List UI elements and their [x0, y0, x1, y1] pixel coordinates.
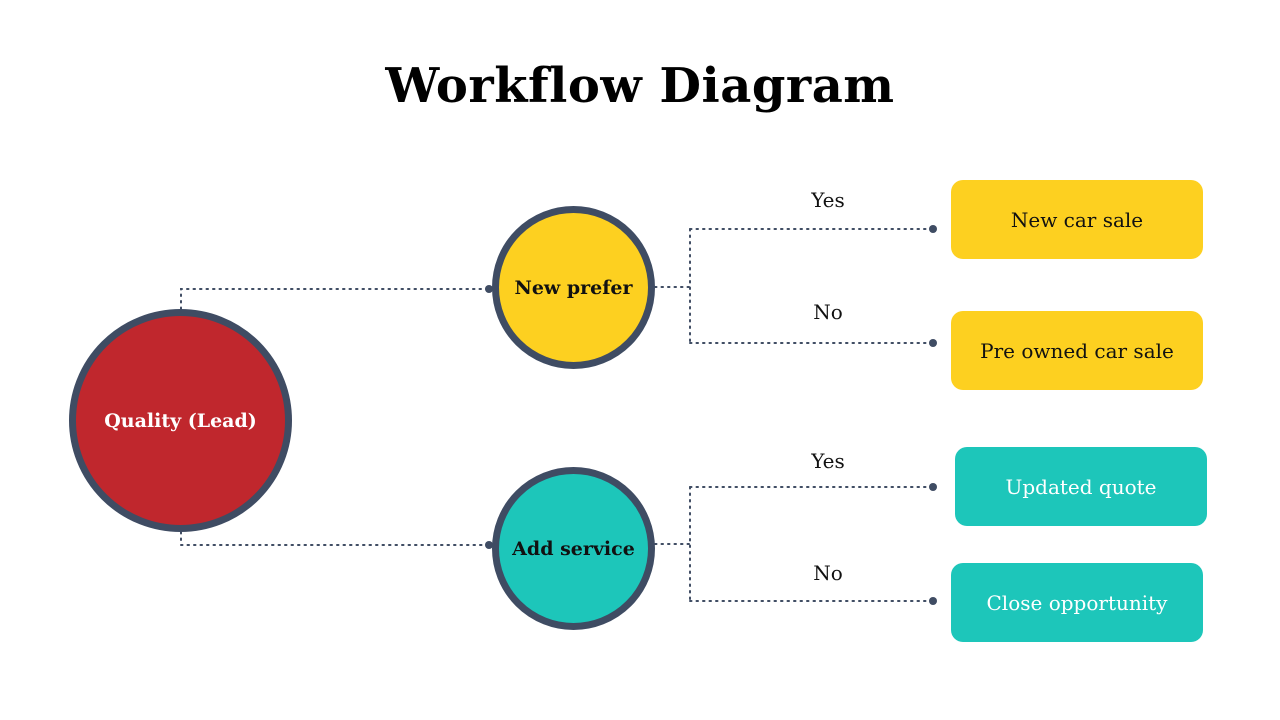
page-title: Workflow Diagram: [385, 58, 895, 114]
connector-root-new-prefer: [180, 288, 490, 310]
branch-label-no: No: [813, 561, 843, 585]
outcome-updated-quote: Updated quote: [955, 447, 1207, 526]
node-quality-lead: Quality (Lead): [69, 309, 292, 532]
branch-label-yes: Yes: [811, 449, 845, 473]
node-add-service-label: Add service: [512, 537, 635, 560]
outcome-pre-owned-car-sale-label: Pre owned car sale: [980, 338, 1174, 363]
outcome-new-car-sale: New car sale: [951, 180, 1203, 259]
connector-dot: [929, 483, 937, 491]
outcome-updated-quote-label: Updated quote: [1005, 474, 1157, 499]
connector-dot: [929, 225, 937, 233]
connector-root-add-service: [180, 531, 490, 546]
outcome-pre-owned-car-sale: Pre owned car sale: [951, 311, 1203, 390]
branch-label-yes: Yes: [811, 188, 845, 212]
outcome-close-opportunity-label: Close opportunity: [986, 590, 1168, 615]
connector-dot: [485, 285, 493, 293]
outcome-new-car-sale-label: New car sale: [1010, 207, 1144, 232]
connector-dot: [929, 339, 937, 347]
node-new-prefer-label: New prefer: [514, 276, 633, 299]
node-quality-lead-label: Quality (Lead): [104, 409, 257, 432]
node-new-prefer: New prefer: [492, 206, 655, 369]
node-add-service: Add service: [492, 467, 655, 630]
connector-dot: [929, 597, 937, 605]
branch-label-no: No: [813, 300, 843, 324]
outcome-close-opportunity: Close opportunity: [951, 563, 1203, 642]
connector-dot: [485, 541, 493, 549]
